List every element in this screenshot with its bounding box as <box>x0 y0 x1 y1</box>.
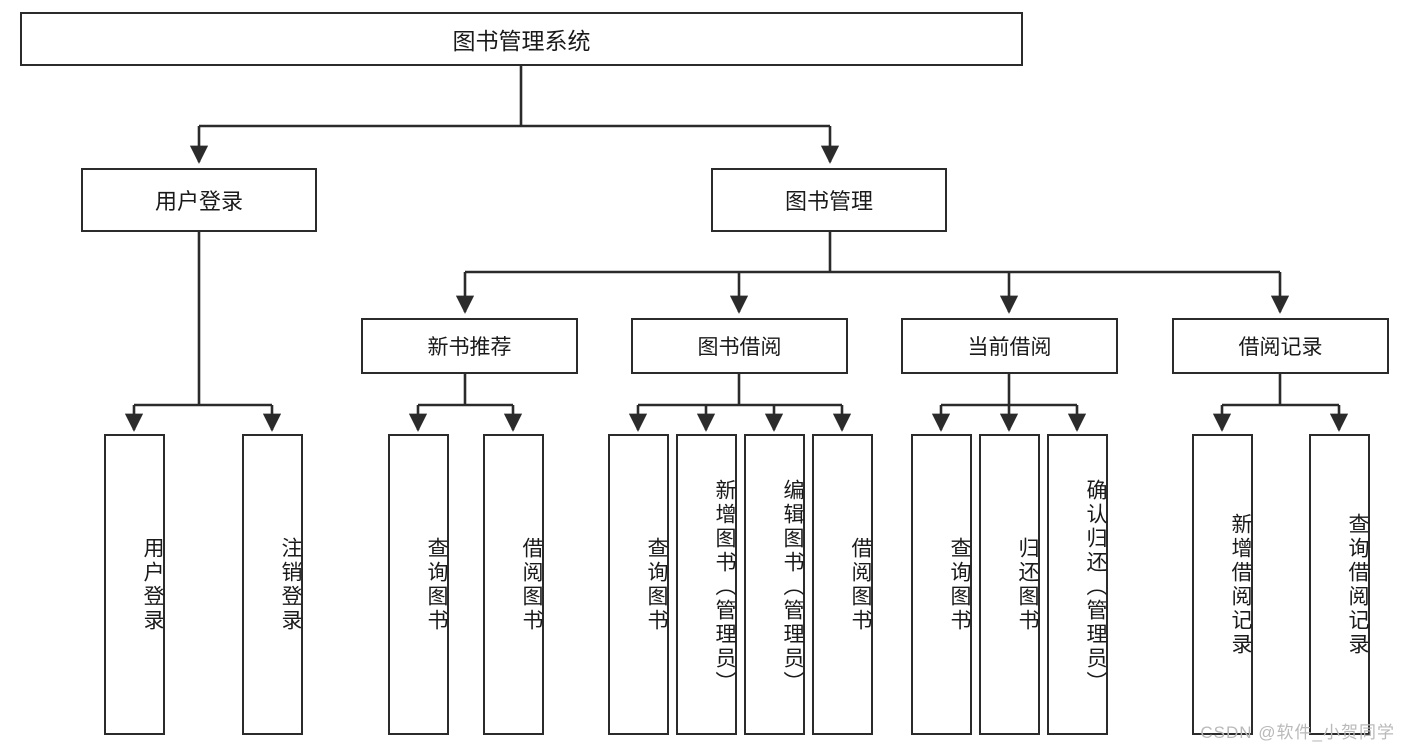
leaf-query-borrow-record[interactable]: 查询借阅记录 <box>1309 434 1370 735</box>
node-user-login-label: 用户登录 <box>154 189 243 214</box>
leaf-user-login-label: 用户登录 <box>141 536 164 633</box>
leaf-confirm-return-admin[interactable]: 确认归还（管理员） <box>1047 434 1108 735</box>
leaf-query-book-1[interactable]: 查询图书 <box>388 434 449 735</box>
leaf-return-book[interactable]: 归还图书 <box>979 434 1040 735</box>
leaf-query-book-3[interactable]: 查询图书 <box>911 434 972 735</box>
node-book-management[interactable]: 图书管理 <box>711 168 947 232</box>
leaf-user-login[interactable]: 用户登录 <box>104 434 165 735</box>
leaf-logout[interactable]: 注销登录 <box>242 434 303 735</box>
leaf-confirm-return-admin-label: 确认归还（管理员） <box>1084 478 1107 695</box>
node-book-management-label: 图书管理 <box>784 189 873 214</box>
leaf-add-book-admin-label: 新增图书（管理员） <box>713 478 736 695</box>
leaf-logout-label: 注销登录 <box>279 536 302 633</box>
leaf-borrow-book-2[interactable]: 借阅图书 <box>812 434 873 735</box>
node-new-book-recommend-label: 新书推荐 <box>427 336 512 359</box>
leaf-borrow-book-1-label: 借阅图书 <box>520 536 543 633</box>
leaf-query-book-1-label: 查询图书 <box>425 536 448 633</box>
node-book-borrow-label: 图书借阅 <box>697 336 782 359</box>
leaf-edit-book-admin[interactable]: 编辑图书（管理员） <box>744 434 805 735</box>
leaf-add-borrow-record[interactable]: 新增借阅记录 <box>1192 434 1253 735</box>
leaf-borrow-book-2-label: 借阅图书 <box>849 536 872 633</box>
leaf-return-book-label: 归还图书 <box>1016 536 1039 633</box>
leaf-query-book-2[interactable]: 查询图书 <box>608 434 669 735</box>
node-current-borrow[interactable]: 当前借阅 <box>901 318 1118 374</box>
leaf-add-book-admin[interactable]: 新增图书（管理员） <box>676 434 737 735</box>
node-new-book-recommend[interactable]: 新书推荐 <box>361 318 578 374</box>
node-current-borrow-label: 当前借阅 <box>967 336 1052 359</box>
node-borrow-record[interactable]: 借阅记录 <box>1172 318 1389 374</box>
leaf-add-borrow-record-label: 新增借阅记录 <box>1229 512 1252 657</box>
leaf-edit-book-admin-label: 编辑图书（管理员） <box>781 478 804 695</box>
node-root[interactable]: 图书管理系统 <box>20 12 1023 66</box>
node-borrow-record-label: 借阅记录 <box>1238 336 1323 359</box>
leaf-borrow-book-1[interactable]: 借阅图书 <box>483 434 544 735</box>
node-user-login[interactable]: 用户登录 <box>81 168 317 232</box>
leaf-query-book-3-label: 查询图书 <box>948 536 971 633</box>
node-root-label: 图书管理系统 <box>452 28 591 54</box>
leaf-query-book-2-label: 查询图书 <box>645 536 668 633</box>
watermark: CSDN @软件_小贺同学 <box>1200 723 1395 742</box>
node-book-borrow[interactable]: 图书借阅 <box>631 318 848 374</box>
leaf-query-borrow-record-label: 查询借阅记录 <box>1346 512 1369 657</box>
